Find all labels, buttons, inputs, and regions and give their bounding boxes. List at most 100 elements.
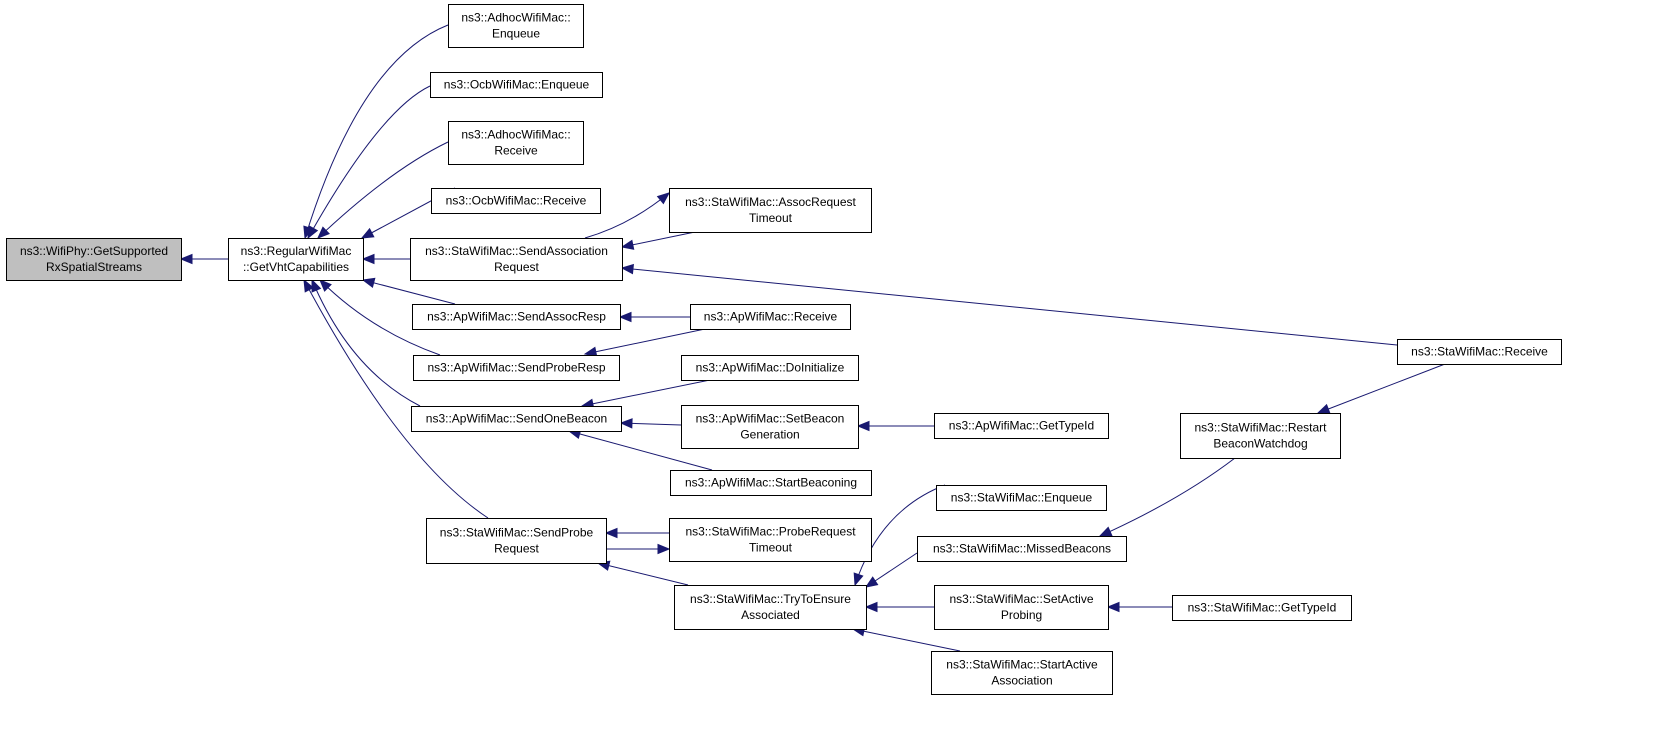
node-n17[interactable]: ns3::ApWifiMac::StartBeaconing bbox=[670, 470, 872, 496]
edge-n10-to-n18 bbox=[606, 543, 671, 555]
node-box[interactable] bbox=[1180, 413, 1341, 459]
node-box[interactable] bbox=[1172, 595, 1352, 621]
node-n8[interactable]: ns3::ApWifiMac::SendProbeResp bbox=[413, 355, 620, 381]
node-label-line: Request bbox=[494, 260, 539, 274]
node-box[interactable] bbox=[670, 470, 872, 496]
node-n4[interactable]: ns3::AdhocWifiMac::Receive bbox=[448, 121, 584, 165]
node-n25[interactable]: ns3::StaWifiMac::GetTypeId bbox=[1172, 595, 1352, 621]
node-box[interactable] bbox=[934, 413, 1109, 439]
node-n5[interactable]: ns3::OcbWifiMac::Receive bbox=[431, 188, 601, 214]
node-n20[interactable]: ns3::StaWifiMac::Enqueue bbox=[936, 485, 1107, 511]
arrowhead bbox=[620, 263, 634, 275]
node-box[interactable] bbox=[430, 72, 603, 98]
node-box[interactable] bbox=[934, 585, 1109, 630]
node-label-line: ns3::StaWifiMac::ProbeRequest bbox=[685, 525, 856, 539]
node-label-line: Association bbox=[991, 674, 1052, 688]
node-label-line: ns3::ApWifiMac::SendProbeResp bbox=[427, 361, 605, 375]
edge-n25-to-n22 bbox=[1106, 601, 1172, 613]
node-n12[interactable]: ns3::StaWifiMac::Receive bbox=[1397, 339, 1562, 365]
node-box[interactable] bbox=[426, 518, 607, 564]
edge-n23-to-n19 bbox=[851, 626, 961, 652]
node-box[interactable] bbox=[681, 405, 859, 449]
node-box[interactable] bbox=[669, 518, 872, 562]
node-label-line: ns3::StaWifiMac::Receive bbox=[1411, 345, 1548, 359]
node-n0[interactable]: ns3::WifiPhy::GetSupportedRxSpatialStrea… bbox=[6, 238, 182, 281]
node-n3[interactable]: ns3::OcbWifiMac::Enqueue bbox=[430, 72, 603, 98]
node-box[interactable] bbox=[413, 355, 620, 381]
edge-line bbox=[307, 85, 431, 239]
node-label-line: Enqueue bbox=[492, 27, 540, 41]
node-n9[interactable]: ns3::ApWifiMac::SendOneBeacon bbox=[411, 406, 622, 432]
node-n21[interactable]: ns3::StaWifiMac::MissedBeacons bbox=[917, 536, 1127, 562]
arrowhead bbox=[1106, 601, 1120, 613]
arrowhead bbox=[604, 527, 618, 539]
node-n14[interactable]: ns3::ApWifiMac::DoInitialize bbox=[681, 355, 859, 381]
node-label-line: Timeout bbox=[749, 541, 793, 555]
root-node-box[interactable] bbox=[6, 238, 182, 281]
edge-n6-to-n1 bbox=[361, 253, 410, 265]
arrowhead bbox=[657, 543, 671, 555]
edge-line bbox=[568, 430, 713, 471]
node-n1[interactable]: ns3::RegularWifiMac::GetVhtCapabilities bbox=[228, 238, 364, 281]
node-label-line: Generation bbox=[740, 428, 799, 442]
node-box[interactable] bbox=[674, 585, 867, 630]
arrowhead bbox=[618, 311, 632, 323]
node-label-line: Associated bbox=[741, 608, 800, 622]
node-n2[interactable]: ns3::AdhocWifiMac::Enqueue bbox=[448, 4, 584, 48]
arrowhead bbox=[856, 420, 870, 432]
node-box[interactable] bbox=[1397, 339, 1562, 365]
node-box[interactable] bbox=[681, 355, 859, 381]
edge-n16-to-n15 bbox=[856, 420, 934, 432]
node-box[interactable] bbox=[448, 4, 584, 48]
node-label-line: ns3::StaWifiMac::SendAssociation bbox=[425, 244, 608, 258]
node-box[interactable] bbox=[410, 238, 623, 281]
node-n16[interactable]: ns3::ApWifiMac::GetTypeId bbox=[934, 413, 1109, 439]
arrowhead bbox=[303, 278, 314, 293]
node-label-line: ns3::ApWifiMac::SetBeacon bbox=[696, 412, 845, 426]
arrowhead bbox=[656, 192, 671, 205]
edge-line bbox=[319, 279, 441, 356]
node-box[interactable] bbox=[669, 188, 872, 233]
edge-n9-to-n1 bbox=[311, 278, 421, 407]
node-box[interactable] bbox=[917, 536, 1127, 562]
arrowhead bbox=[583, 346, 598, 357]
edge-n6-to-n11 bbox=[584, 192, 671, 239]
node-label-line: ns3::ApWifiMac::Receive bbox=[704, 310, 838, 324]
node-box[interactable] bbox=[936, 485, 1107, 511]
edge-line bbox=[304, 24, 449, 239]
arrowhead bbox=[360, 227, 375, 239]
edge-line bbox=[362, 279, 456, 305]
node-box[interactable] bbox=[931, 651, 1113, 695]
node-label-line: ns3::ApWifiMac::DoInitialize bbox=[696, 361, 845, 375]
edge-n13-to-n7 bbox=[618, 311, 690, 323]
node-box[interactable] bbox=[228, 238, 364, 281]
node-box[interactable] bbox=[690, 304, 851, 330]
node-box[interactable] bbox=[412, 304, 621, 330]
edge-line bbox=[311, 279, 421, 407]
edge-line bbox=[303, 279, 489, 519]
node-box[interactable] bbox=[431, 188, 601, 214]
node-box[interactable] bbox=[448, 121, 584, 165]
arrowhead bbox=[1098, 526, 1113, 537]
edge-line bbox=[621, 231, 696, 248]
node-n13[interactable]: ns3::ApWifiMac::Receive bbox=[690, 304, 851, 330]
edge-n13-to-n8 bbox=[583, 328, 706, 357]
arrowhead bbox=[361, 253, 375, 265]
node-label-line: ns3::AdhocWifiMac:: bbox=[461, 11, 570, 25]
edge-n12-to-n24 bbox=[1316, 363, 1446, 414]
edge-line bbox=[581, 379, 711, 407]
edge-n20-to-n19 bbox=[853, 484, 946, 587]
node-n7[interactable]: ns3::ApWifiMac::SendAssocResp bbox=[412, 304, 621, 330]
node-box[interactable] bbox=[411, 406, 622, 432]
node-label-line: ns3::StaWifiMac::AssocRequest bbox=[685, 195, 856, 209]
